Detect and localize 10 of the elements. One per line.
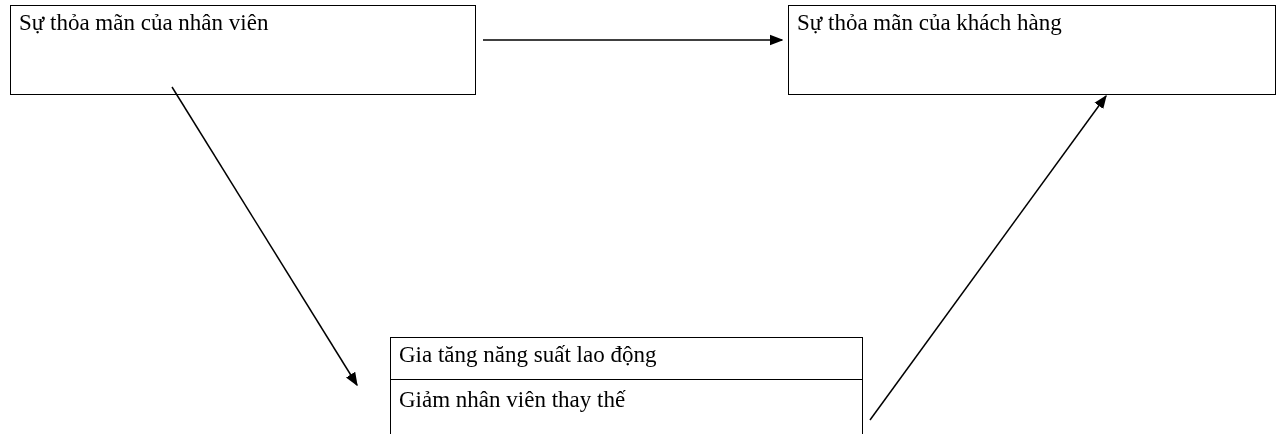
arrow (869, 94, 1107, 421)
arrow (482, 34, 784, 46)
text-box (390, 337, 863, 434)
arrow (171, 86, 358, 387)
text-box (788, 5, 1276, 95)
box-label: Gia tăng năng suất lao động (399, 342, 657, 368)
box-label: Sự thỏa mãn của nhân viên (19, 10, 269, 36)
box-label: Giảm nhân viên thay thế (399, 387, 626, 413)
box-label: Sự thỏa mãn của khách hàng (797, 10, 1062, 36)
text-box (10, 5, 476, 95)
